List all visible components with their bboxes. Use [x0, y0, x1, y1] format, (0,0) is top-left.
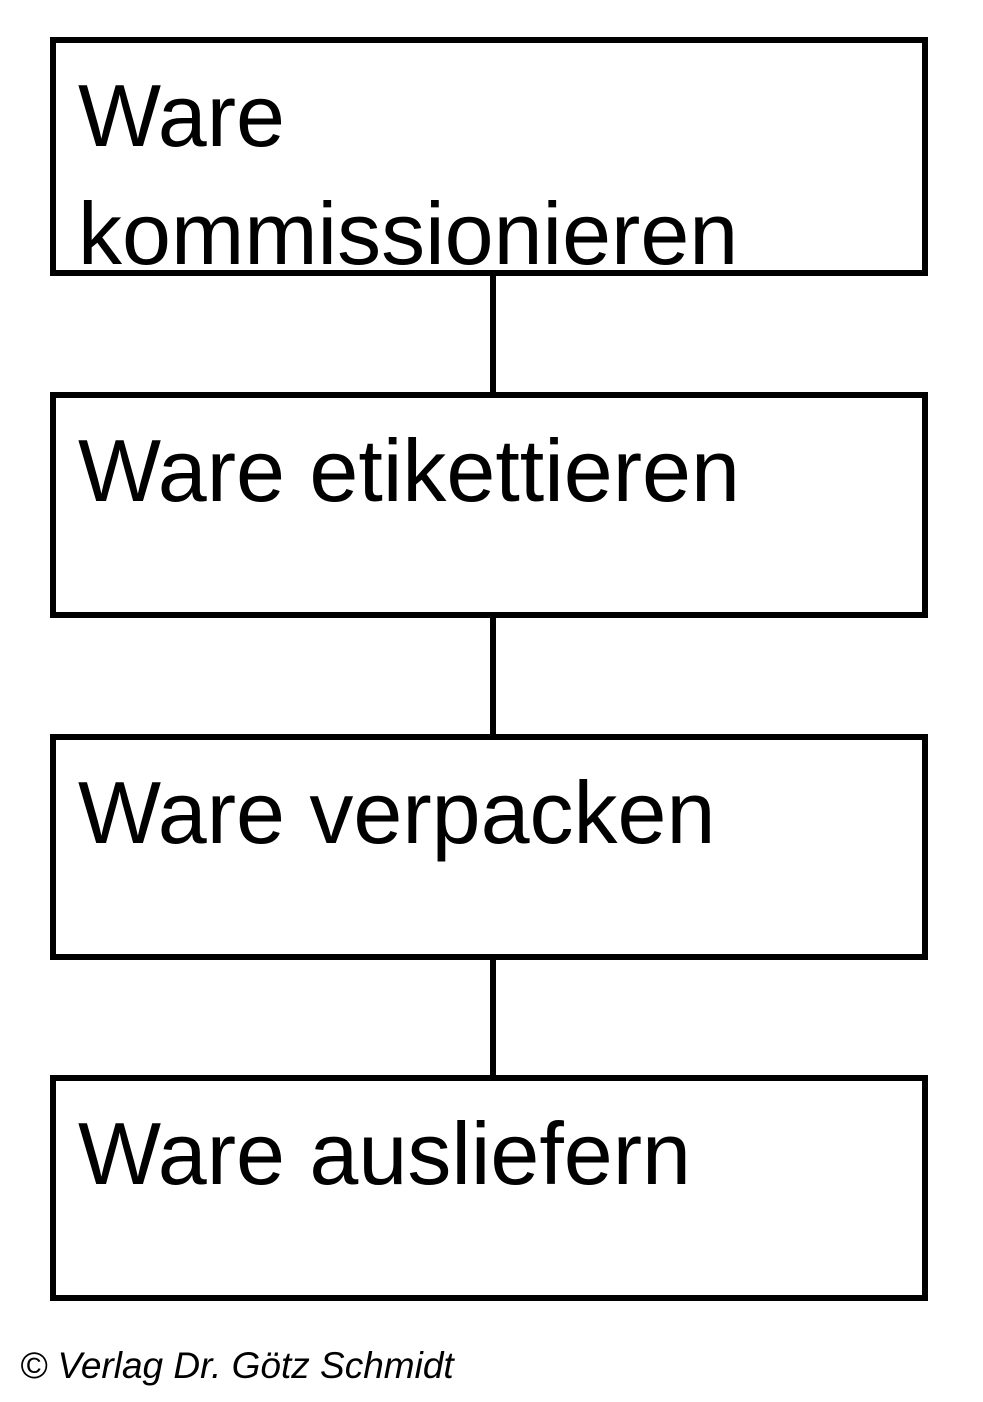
step-label: Ware verpacken	[78, 763, 716, 862]
step-box-ausliefern: Ware ausliefern	[50, 1075, 928, 1301]
connector-line	[490, 960, 496, 1075]
step-label: Ware kommissionieren	[78, 66, 739, 283]
step-box-verpacken: Ware verpacken	[50, 734, 928, 960]
step-box-kommissionieren: Ware kommissionieren	[50, 37, 928, 283]
copyright-notice: © Verlag Dr. Götz Schmidt	[20, 1345, 454, 1386]
step-label: Ware etikettieren	[78, 421, 740, 520]
connector-line	[490, 276, 496, 392]
connector-line	[490, 618, 496, 734]
step-box-etikettieren: Ware etikettieren	[50, 392, 928, 618]
step-label: Ware ausliefern	[78, 1104, 691, 1203]
